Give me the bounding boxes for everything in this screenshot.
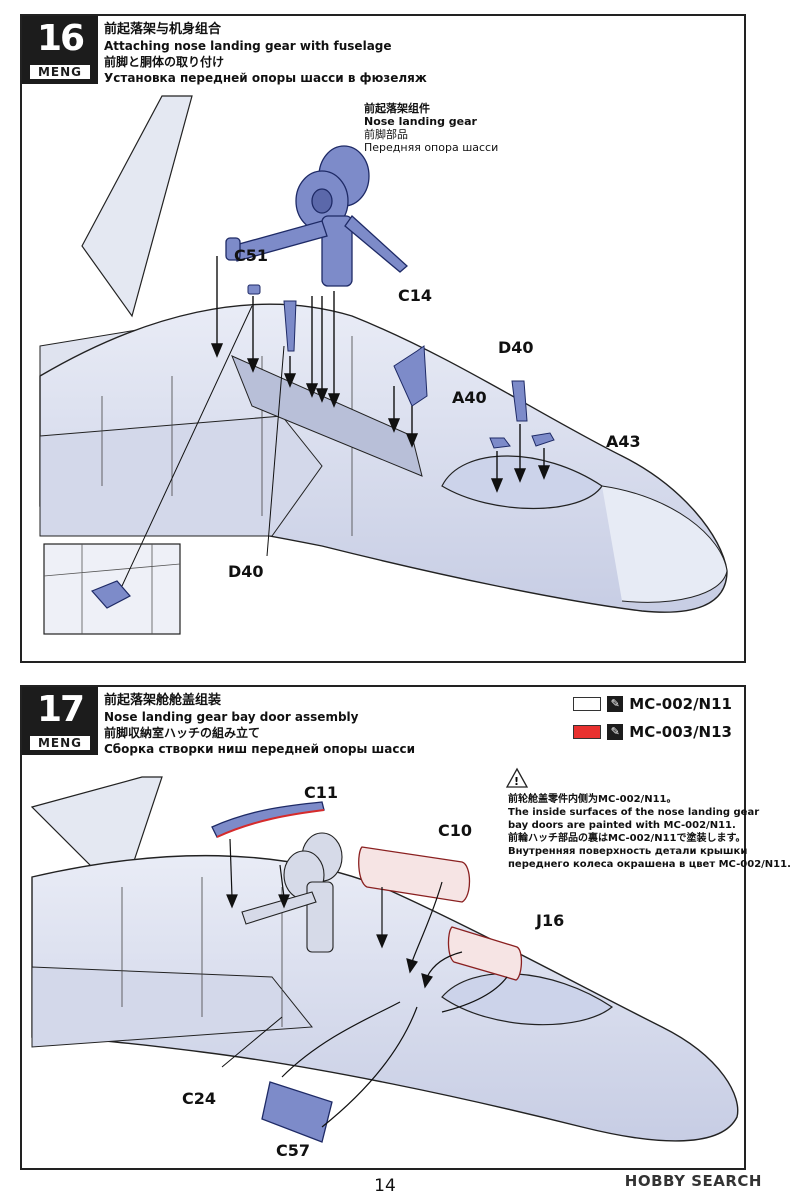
part-label-c10: C10 [438,821,473,840]
step-16-panel: 16 MENG 前起落架与机身组合 Attaching nose landing… [20,14,746,663]
part-c57-shape [261,1081,333,1143]
color-swatch [573,697,602,711]
callout-ru: Передняя опора шасси [364,141,499,154]
page-number: 14 [374,1176,396,1196]
note-line: 前轮舱盖零件内侧为MC-002/N11。 [508,794,677,805]
tail-fin [81,95,193,318]
part-label-d40-lower: D40 [228,562,264,581]
part-c51-shape [247,284,261,295]
part-label-d40-upper: D40 [498,338,534,357]
note-line: 前輪ハッチ部品の裏はMC-002/N11で塗装します。 [508,833,746,844]
brush-icon: ✎ [607,724,624,740]
callout-ja: 前脚部品 [364,128,408,141]
warning-icon [505,767,529,788]
note-line: The inside surfaces of the nose landing … [508,807,760,818]
brush-icon: ✎ [607,696,624,712]
step-number: 17 [36,689,85,730]
part-label-c51: C51 [234,246,269,265]
part-d40a-shape [283,300,297,352]
note-line: переднего колеса окрашена в цвет MC-002/… [508,859,791,870]
canopy [441,973,614,1026]
brand-logo: MENG [30,736,90,750]
callout-zh: 前起落架组件 [364,102,430,115]
nose-gear-callout: 前起落架组件 Nose landing gear 前脚部品 Передняя о… [364,102,498,154]
paint-legend-white: ✎ MC-002/N11 [573,695,732,713]
part-d40b-shape [511,380,528,422]
step-17-illustration: ! [30,767,739,1143]
title-zh: 前起落架舱舱盖组装 [104,693,222,708]
paint-note: 前轮舱盖零件内侧为MC-002/N11。 The inside surfaces… [508,793,791,871]
title-ja: 前脚収納室ハッチの組み立て [104,726,261,740]
title-en: Nose landing gear bay door assembly [104,710,359,724]
callout-en: Nose landing gear [364,115,477,128]
step-16-illustration [39,95,728,635]
part-label-c11: C11 [304,783,339,802]
step-number: 16 [36,18,85,59]
step-16-titles: 前起落架与机身组合 Attaching nose landing gear wi… [104,22,427,86]
title-ru: Сборка створки ниш передней опоры шасси [104,742,416,756]
step-17-titles: 前起落架舱舱盖组装 Nose landing gear bay door ass… [104,693,415,757]
part-a43-shape [531,432,555,447]
paint-code: MC-003/N13 [629,723,732,741]
part-label-c14: C14 [398,286,433,305]
part-c10-shape [358,846,471,903]
nose-landing-gear [225,145,408,287]
step-16-badge: 16 MENG [22,16,98,84]
color-swatch [573,725,602,739]
title-zh: 前起落架与机身组合 [104,22,222,37]
part-label-c24: C24 [182,1089,217,1108]
note-line: Внутренняя поверхность детали крышки [508,846,748,857]
paint-code: MC-002/N11 [629,695,732,713]
part-label-c57: C57 [276,1141,311,1160]
title-ja: 前脚と胴体の取り付け [104,55,225,69]
brand-logo: MENG [30,65,90,79]
canopy [441,455,603,510]
part-label-a43: A43 [606,432,641,451]
title-en: Attaching nose landing gear with fuselag… [104,39,392,53]
svg-text:!: ! [514,775,519,788]
detail-inset [43,305,253,635]
note-line: bay doors are painted with MC-002/N11. [508,820,736,831]
part-label-a40: A40 [452,388,487,407]
watermark: HOBBY SEARCH [624,1172,762,1190]
step-17-panel: 17 MENG 前起落架舱舱盖组装 Nose landing gear bay … [20,685,791,1170]
paint-legend-red: ✎ MC-003/N13 [573,723,732,741]
part-j16-shape [447,926,523,981]
title-ru: Установка передней опоры шасси в фюзеляж [104,71,427,85]
part-c14-shape [393,345,428,407]
step-17-badge: 17 MENG [22,687,98,755]
part-a40-shape [489,437,511,449]
part-label-j16: J16 [536,911,565,930]
